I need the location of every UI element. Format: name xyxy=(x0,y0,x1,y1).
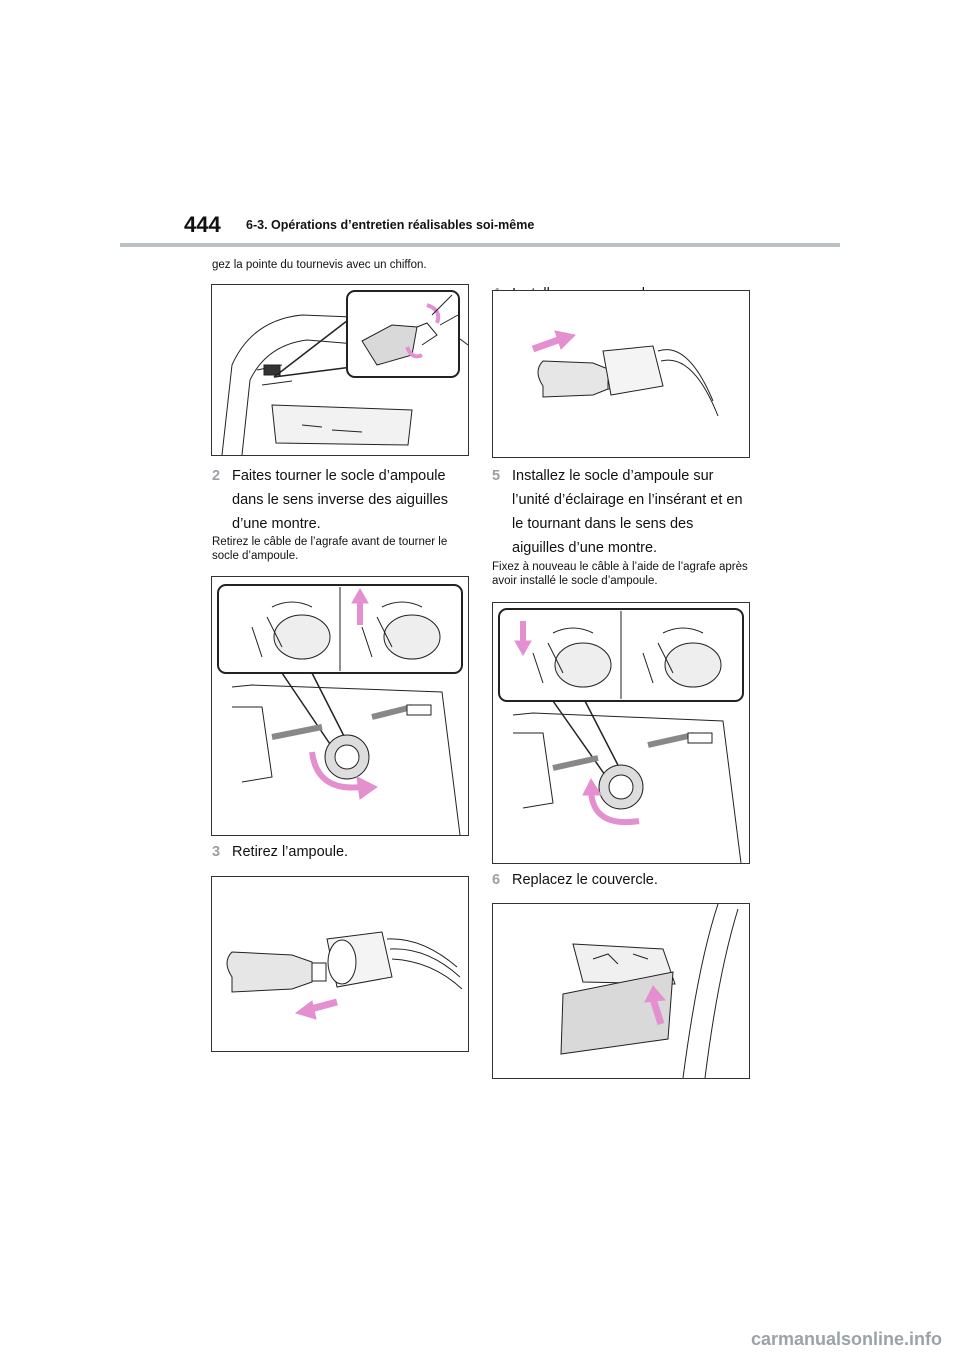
step-3-text: Retirez l’ampoule. xyxy=(232,844,349,860)
step-2-line-1: Faites tourner le socle d’ampoule xyxy=(232,468,446,484)
figure-install-bulb xyxy=(492,290,750,458)
header-rule xyxy=(120,243,840,247)
step-5-line-1: Installez le socle d’ampoule sur xyxy=(512,468,714,484)
step-2-number: 2 xyxy=(212,468,221,484)
watermark: carmanualsonline.info xyxy=(750,1329,942,1349)
step-6-text: Replacez le couvercle. xyxy=(512,872,658,888)
section-title: 6-3. Opérations d’entretien réalisables … xyxy=(246,218,535,232)
figure-screwdriver-cover xyxy=(211,284,469,456)
figure-rotate-socket xyxy=(211,576,469,836)
page-number: 444 xyxy=(184,212,221,237)
step-5-number: 5 xyxy=(492,468,501,484)
step-3: 3 Retirez l’ampoule. xyxy=(212,840,474,864)
step-6: 6 Replacez le couvercle. xyxy=(492,868,754,892)
intro-fragment: gez la pointe du tournevis avec un chiff… xyxy=(212,259,427,271)
step-5-line-4: aiguilles d’une montre. xyxy=(512,540,658,556)
figure-replace-cover xyxy=(492,903,750,1079)
step-6-number: 6 xyxy=(492,872,501,888)
figure-reinstall-socket xyxy=(492,602,750,864)
step-2: 2 Faites tourner le socle d’ampoule dans… xyxy=(212,464,474,536)
step-5-line-2: l’unité d’éclairage en l’insérant et en xyxy=(512,492,743,508)
step-5: 5 Installez le socle d’ampoule sur l’uni… xyxy=(492,464,754,560)
step-3-number: 3 xyxy=(212,844,221,860)
step-2-note: Retirez le câble de l’agrafe avant de to… xyxy=(212,536,448,562)
figure-remove-bulb xyxy=(211,876,469,1052)
step-5-line-3: le tournant dans le sens des xyxy=(512,516,694,532)
step-5-note: Fixez à nouveau le câble à l’aide de l’a… xyxy=(492,561,748,587)
step-2-line-3: d’une montre. xyxy=(232,516,321,532)
step-2-line-2: dans le sens inverse des aiguilles xyxy=(232,492,449,508)
